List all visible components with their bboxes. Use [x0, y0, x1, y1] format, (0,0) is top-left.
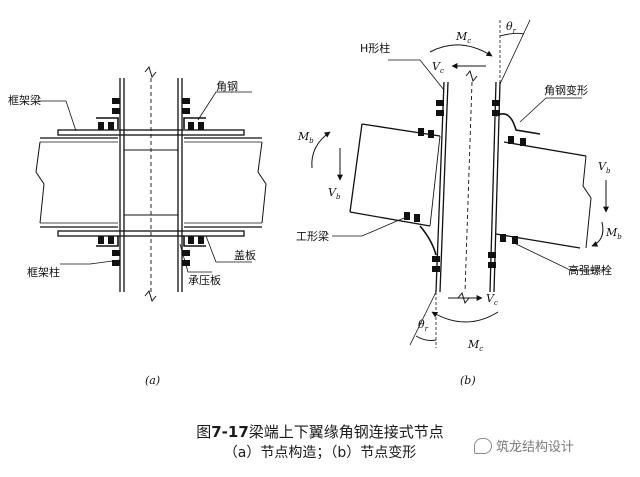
symbol-mc-bottom: Mc: [467, 338, 483, 353]
symbol-mb-right: Mb: [605, 226, 622, 241]
caption-b: (b): [460, 374, 476, 387]
panel-a: [35, 65, 267, 303]
watermark-text: 筑龙结构设计: [496, 440, 575, 455]
symbol-theta-top: θr: [506, 20, 517, 35]
cover-plate-top: [57, 129, 245, 136]
figure-number: 7-17: [211, 423, 249, 441]
figure-title-prefix: 图: [196, 423, 212, 441]
figure-title-text: 梁端上下翼缘角钢连接式节点: [248, 423, 444, 441]
symbol-vc-top: Vc: [432, 60, 444, 75]
label-bearing-plate: 承压板: [188, 273, 221, 287]
mb-left-arrow: [311, 131, 331, 169]
symbol-mc-top: Mc: [455, 30, 471, 45]
symbol-vc-bottom: Vc: [486, 292, 498, 307]
panel-b: [349, 19, 592, 348]
symbol-theta-bottom: θr: [418, 318, 429, 333]
caption-a: (a): [145, 374, 160, 387]
label-hs-bolt: 高强螺栓: [568, 263, 612, 277]
mc-bottom-arrow: [431, 311, 499, 323]
symbol-vb-right: Vb: [598, 160, 611, 175]
wechat-icon: [474, 437, 492, 454]
label-frame-beam: 框架梁: [8, 93, 41, 107]
label-angle-deform: 角钢变形: [544, 83, 588, 97]
label-frame-column: 框架柱: [27, 265, 60, 279]
figure-subtitle: （a）节点构造；（b）节点变形: [223, 445, 417, 461]
beam-b-right: [503, 141, 587, 157]
symbol-mb-left: Mb: [297, 130, 314, 145]
label-cover-plate: 盖板: [234, 248, 256, 262]
cover-plate-bottom: [57, 230, 245, 237]
beam-b-left: [361, 123, 441, 137]
bolts-a: [98, 98, 204, 266]
watermark: 筑龙结构设计: [474, 436, 574, 455]
label-angle-steel: 角钢: [216, 80, 238, 93]
figure-title: 图7-17梁端上下翼缘角钢连接式节点: [0, 421, 640, 442]
symbol-vb-left: Vb: [328, 186, 341, 201]
label-i-beam: 工形梁: [296, 229, 329, 243]
mc-top-arrow: [429, 44, 493, 57]
angle-deformed-top: [495, 113, 541, 135]
bolts-b: [404, 100, 526, 272]
mb-right-arrow: [591, 221, 604, 247]
angle-deformed-bottom: [419, 225, 437, 256]
label-h-column: H形柱: [360, 41, 390, 55]
